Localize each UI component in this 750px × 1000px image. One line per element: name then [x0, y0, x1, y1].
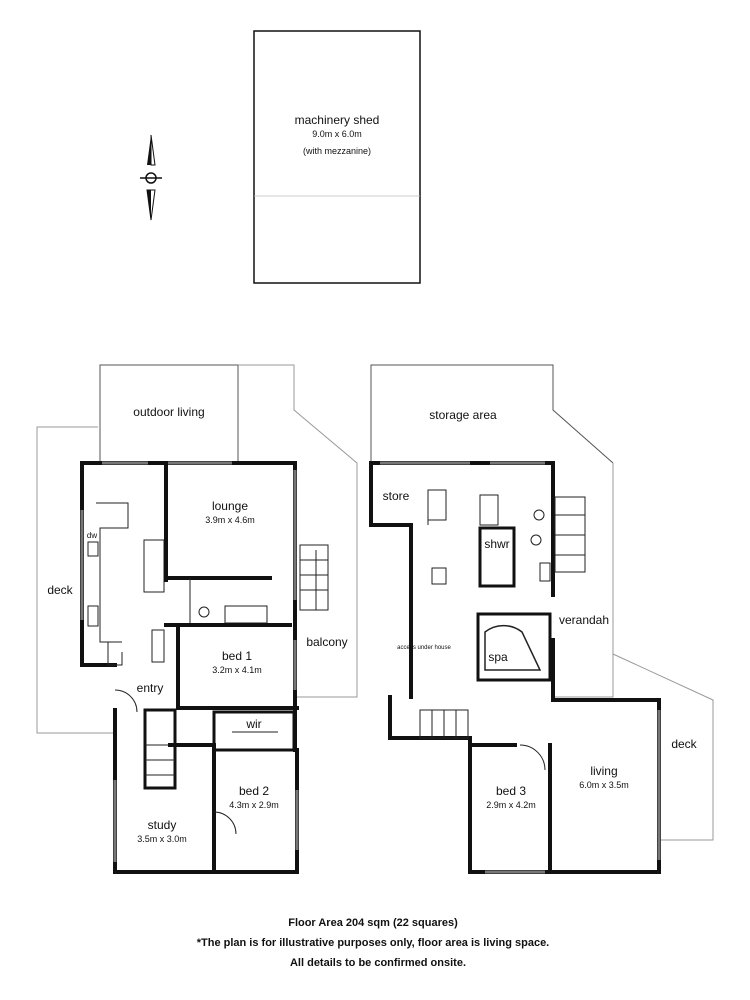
shed-size: 9.0m x 6.0m: [312, 129, 362, 139]
study-label: study: [148, 818, 177, 832]
lounge-size: 3.9m x 4.6m: [205, 515, 255, 525]
bed3-label: bed 3: [496, 784, 526, 798]
balcony-label: balcony: [306, 635, 347, 649]
north-arrow-icon: [140, 134, 162, 221]
deck-left-label: deck: [47, 583, 73, 597]
access-under-house-label: access under house: [397, 645, 451, 651]
outdoor-living-label: outdoor living: [133, 405, 204, 419]
dishwasher-label: dw: [87, 531, 97, 540]
store-label: store: [383, 489, 410, 503]
bed2-label: bed 2: [239, 784, 269, 798]
verandah-label: verandah: [559, 613, 609, 627]
machinery-shed: machinery shed 9.0m x 6.0m (with mezzani…: [253, 30, 421, 284]
disclaimer-text: *The plan is for illustrative purposes o…: [197, 937, 550, 949]
confirm-text: All details to be confirmed onsite.: [290, 957, 466, 969]
floor-area-text: Floor Area 204 sqm (22 squares): [288, 917, 458, 929]
footer: Floor Area 204 sqm (22 squares) *The pla…: [197, 917, 550, 969]
bed1-label: bed 1: [222, 649, 252, 663]
right-floor-plan: storage area store shwr verandah spa acc…: [369, 364, 714, 874]
bed3-size: 2.9m x 4.2m: [486, 800, 536, 810]
left-floor-plan: outdoor living lounge 3.9m x 4.6m dw dec…: [36, 364, 358, 874]
shed-note: (with mezzanine): [303, 146, 371, 156]
entry-label: entry: [137, 681, 164, 695]
bed2-size: 4.3m x 2.9m: [229, 800, 279, 810]
deck-right-label: deck: [671, 737, 697, 751]
study-size: 3.5m x 3.0m: [137, 834, 187, 844]
spa-label: spa: [488, 650, 508, 664]
living-label: living: [590, 764, 617, 778]
living-size: 6.0m x 3.5m: [579, 780, 629, 790]
bed1-size: 3.2m x 4.1m: [212, 665, 262, 675]
lounge-label: lounge: [212, 499, 248, 513]
shed-title: machinery shed: [295, 113, 380, 127]
shower-label: shwr: [484, 537, 509, 551]
wir-label: wir: [245, 717, 261, 731]
storage-area-label: storage area: [429, 408, 497, 422]
